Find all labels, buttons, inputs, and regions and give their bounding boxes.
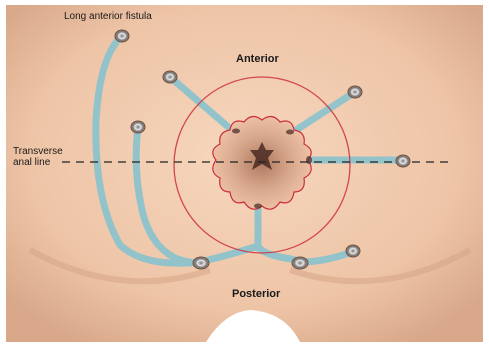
external-opening bbox=[115, 30, 129, 42]
anterior-label: Anterior bbox=[236, 53, 279, 65]
external-opening bbox=[348, 86, 362, 98]
external-opening bbox=[292, 257, 308, 269]
external-opening bbox=[193, 257, 209, 269]
external-opening bbox=[163, 71, 177, 83]
posterior-label: Posterior bbox=[232, 288, 280, 300]
external-opening bbox=[131, 121, 145, 133]
transverse-anal-line-label: Transverse anal line bbox=[13, 146, 63, 168]
internal-opening bbox=[286, 130, 294, 135]
long-anterior-fistula-label: Long anterior fistula bbox=[64, 11, 152, 22]
external-opening bbox=[346, 245, 360, 257]
external-opening bbox=[396, 155, 410, 167]
transverse-label-line2: anal line bbox=[13, 157, 63, 168]
internal-opening bbox=[232, 129, 240, 134]
internal-opening bbox=[254, 204, 262, 209]
transverse-label-line1: Transverse bbox=[13, 146, 63, 157]
internal-opening bbox=[306, 156, 312, 164]
